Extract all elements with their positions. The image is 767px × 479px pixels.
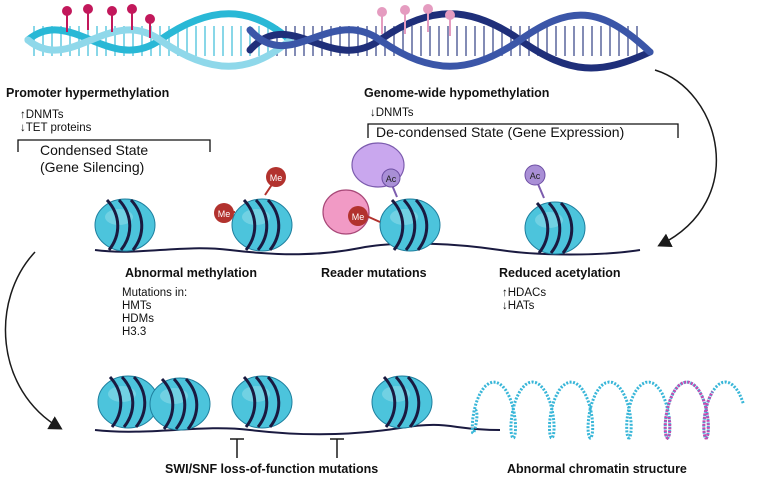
nucleosome [231,375,293,429]
dna-double-helix [24,10,654,72]
nucleosome [524,201,586,255]
right-change-1: ↓DNMTs [370,107,414,119]
me-mark-2: Me [264,167,286,196]
ac-mark: Ac [524,164,546,199]
nucleosome [231,198,293,252]
acetylation-list-0: ↑HDACs [502,287,547,299]
methyl-lollipop [445,10,455,36]
svg-text:Me: Me [270,173,283,183]
acetylation-list-1: ↓HATs [502,300,535,312]
condensed-state-bracket [17,139,211,152]
nucleosome [97,375,159,429]
methylation-list-1: HMTs [122,300,152,312]
dna-linker-row1 [94,242,641,256]
nucleosomes-row-1 [94,198,586,255]
svg-text:Ac: Ac [386,174,397,184]
tbar-mutation-2 [330,438,344,458]
svg-text:Ac: Ac [530,171,541,181]
dna-methyl-groups-left [62,4,155,38]
nucleosome [379,198,441,252]
nucleosome [371,375,433,429]
histone-row-1: Me Me Ac Me Ac [94,142,641,256]
dna-linker-row2 [94,423,501,436]
methyl-lollipop [127,4,137,30]
abnormal-chromatin-label: Abnormal chromatin structure [507,462,687,476]
tbar-mutation-1 [230,438,244,458]
abnormal-chromatin-coil [470,380,745,440]
decondensed-state-bracket [367,123,679,138]
reader-protein-pink: Me [322,189,381,235]
flow-arrow-left [4,251,63,430]
dna-strand-b-right [246,11,654,70]
nucleosome [94,198,156,252]
methyl-lollipop [145,14,155,38]
methyl-lollipop [377,7,387,34]
methylation-list-0: Mutations in: [122,287,188,299]
dna-methyl-groups-right [377,4,455,36]
svg-text:Me: Me [218,209,231,219]
me-mark-1: Me [214,203,236,223]
genome-wide-hypomethylation-title: Genome-wide hypomethylation [364,86,550,100]
left-change-1: ↑DNMTs [20,109,64,121]
reduced-acetylation-title: Reduced acetylation [499,266,621,280]
methyl-lollipop [62,6,72,32]
methyl-lollipop [107,6,117,32]
svg-text:Me: Me [352,212,365,222]
chromatin-fiber-tail [663,380,714,440]
abnormal-methylation-title: Abnormal methylation [125,266,257,280]
condensed-state-label: Condensed State [40,142,149,158]
decondensed-state-label: De-condensed State (Gene Expression) [376,124,625,140]
methylation-list-3: H3.3 [122,326,147,338]
chromatin-fiber [470,380,745,440]
gene-silencing-label: (Gene Silencing) [40,159,145,175]
reader-protein-purple: Ac [351,142,405,198]
histone-row-2 [94,375,745,458]
reader-mutations-title: Reader mutations [321,266,427,280]
methyl-lollipop [400,5,410,34]
methylation-list-2: HDMs [122,313,154,325]
nucleosome [149,377,211,431]
methyl-lollipop [423,4,433,32]
methyl-lollipop [83,4,93,30]
swisnf-mutations-label: SWI/SNF loss-of-function mutations [165,462,379,476]
nucleosomes-row-2 [97,375,433,431]
flow-arrow-right [654,69,717,247]
promoter-hypermethylation-title: Promoter hypermethylation [6,86,170,100]
left-change-2: ↓TET proteins [20,122,92,134]
dna-strand-b-left [24,26,294,70]
